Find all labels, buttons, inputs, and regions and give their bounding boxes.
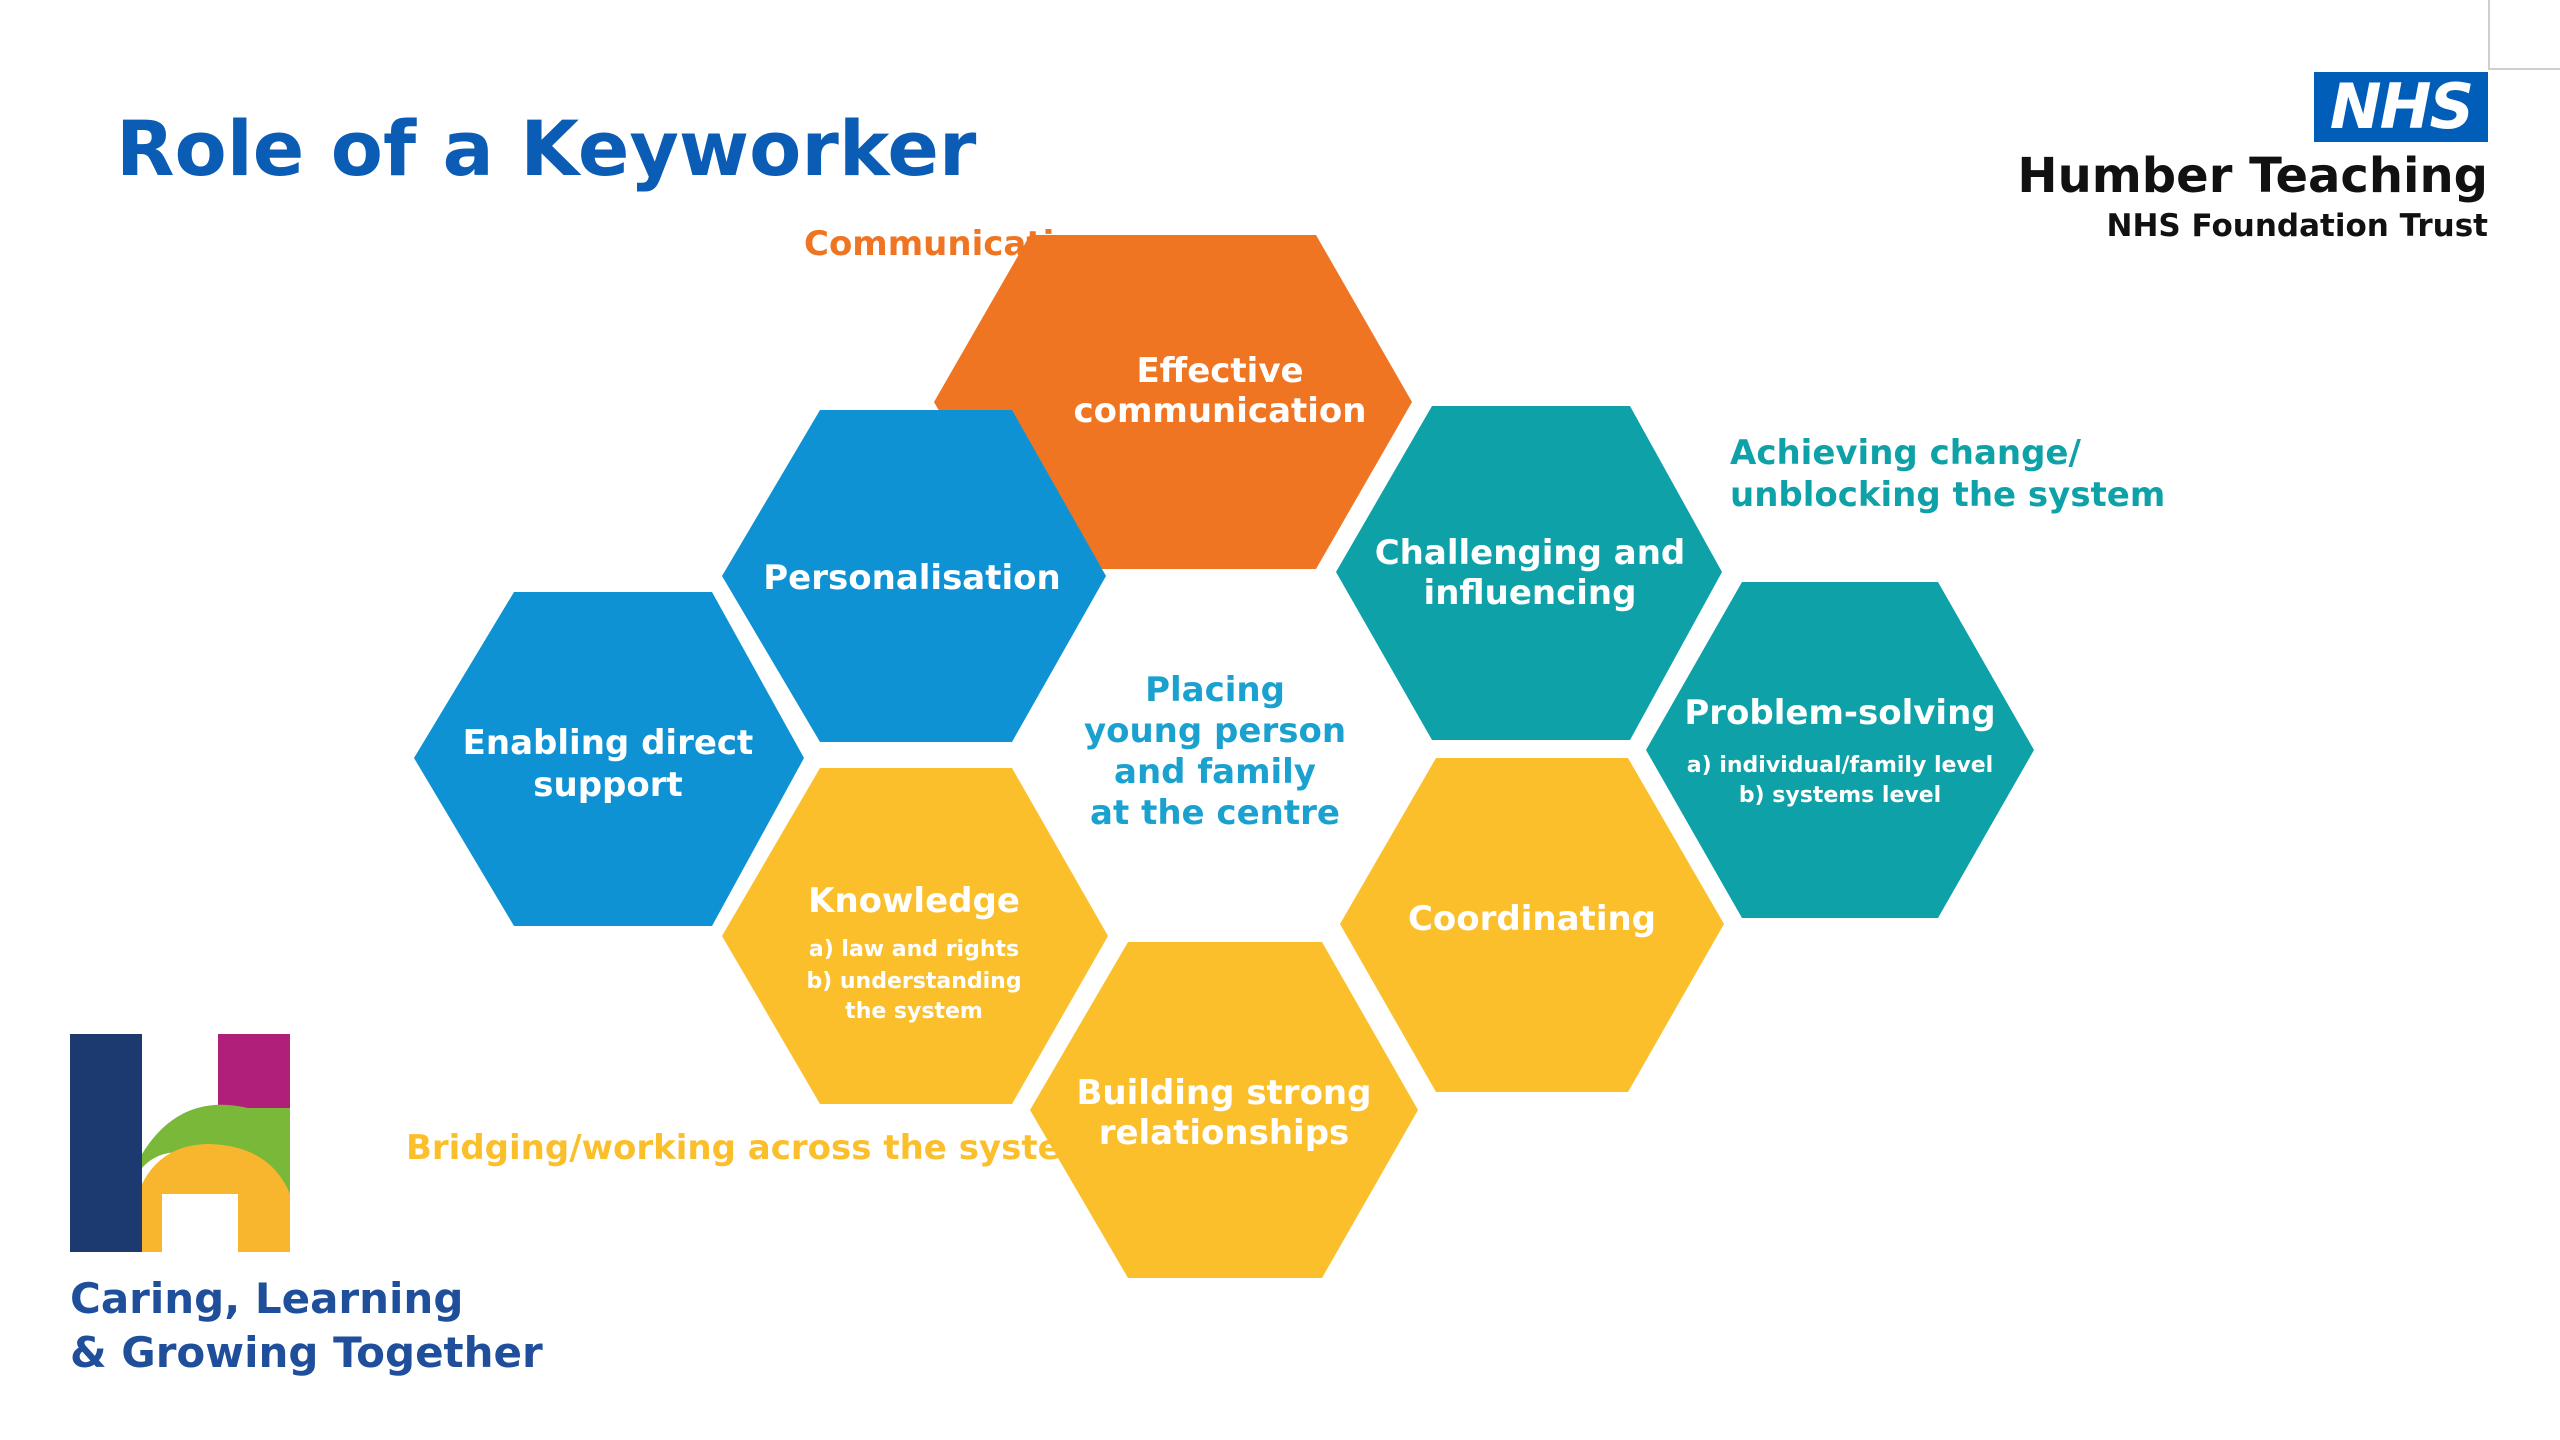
trust-name: Humber Teaching xyxy=(2017,148,2488,204)
hex-challenging-line2: influencing xyxy=(1424,573,1637,613)
hex-building-relationships: Building strong relationships xyxy=(1030,942,1418,1278)
hex-enabling-line1: Enabling direct xyxy=(463,723,754,763)
centre-line-3: and family xyxy=(1114,752,1316,792)
centre-line-1: Placing xyxy=(1145,670,1285,710)
strapline-line1: Caring, Learning xyxy=(70,1274,464,1323)
hex-coordinating-line1: Coordinating xyxy=(1408,899,1656,939)
hex-enabling-direct-support: Enabling direct support xyxy=(414,592,804,926)
label-bridging: Bridging/working across the system xyxy=(406,1128,1097,1168)
label-achieving-change: Achieving change/ unblocking the system xyxy=(1730,432,2165,516)
hex-knowledge-sub3: the system xyxy=(845,999,983,1024)
hex-personalisation-line1: Personalisation xyxy=(763,558,1060,598)
hex-effective-communication-line2: communication xyxy=(1073,391,1366,431)
strapline: Caring, Learning & Growing Together xyxy=(70,1272,543,1380)
label-communicating: Communicating xyxy=(804,224,1103,264)
corner-divider-horizontal xyxy=(2488,68,2560,70)
hex-knowledge-sub2: b) understanding xyxy=(806,969,1021,994)
label-achieving-change-line1: Achieving change/ xyxy=(1730,433,2081,473)
nhs-logo: NHS xyxy=(2314,72,2488,142)
hex-enabling-line2: support xyxy=(533,765,683,805)
hex-knowledge: Knowledge a) law and rights b) understan… xyxy=(722,768,1108,1104)
hex-effective-communication-line1: Effective xyxy=(1136,351,1303,391)
centre-text: Placing young person and family at the c… xyxy=(1060,670,1370,834)
trust-subtitle: NHS Foundation Trust xyxy=(2106,208,2488,244)
hex-coordinating: Coordinating xyxy=(1340,758,1724,1092)
hex-challenging-influencing: Challenging and influencing xyxy=(1336,406,1722,740)
corner-divider-vertical xyxy=(2488,0,2490,70)
hex-challenging-line1: Challenging and xyxy=(1375,533,1686,573)
humber-h-logo xyxy=(70,1034,290,1252)
centre-line-4: at the centre xyxy=(1090,793,1340,833)
hex-knowledge-sub1: a) law and rights xyxy=(809,937,1019,962)
hex-problem-solving-line1: Problem-solving xyxy=(1684,693,1995,733)
centre-line-2: young person xyxy=(1083,711,1347,751)
hex-problem-solving-sub2: b) systems level xyxy=(1739,783,1941,808)
hex-problem-solving: Problem-solving a) individual/family lev… xyxy=(1646,582,2034,918)
hex-building-line1: Building strong xyxy=(1077,1073,1372,1113)
hex-personalisation: Personalisation xyxy=(722,410,1106,742)
slide-title: Role of a Keyworker xyxy=(116,104,977,193)
label-achieving-change-line2: unblocking the system xyxy=(1730,475,2166,515)
hex-problem-solving-sub1: a) individual/family level xyxy=(1687,753,1993,778)
nhs-logo-text: NHS xyxy=(2329,70,2474,143)
strapline-line2: & Growing Together xyxy=(70,1328,543,1377)
hex-knowledge-line1: Knowledge xyxy=(808,881,1020,921)
hex-building-line2: relationships xyxy=(1099,1113,1350,1153)
